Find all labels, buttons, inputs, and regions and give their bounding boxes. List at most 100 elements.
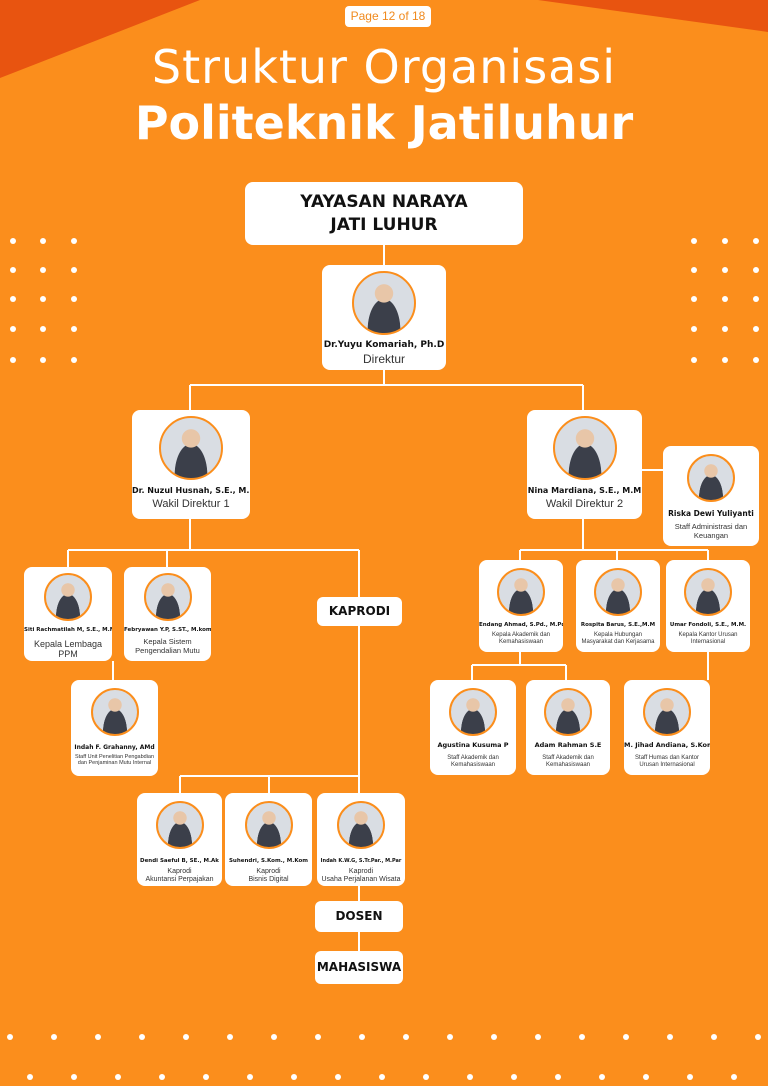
academic-staff-2-card: Adam Rahman S.E Staff Akademik dan Kemah…: [526, 680, 610, 775]
dot: [291, 1074, 297, 1080]
dot: [359, 1034, 365, 1040]
vice-director-1-photo: [159, 416, 223, 480]
prodi-head-2-name: Suhendri, S.Kom., M.Kom: [228, 858, 309, 864]
academic-head-role: Kepala Akademik dan Kemahasiswaan: [491, 632, 551, 645]
prodi-head-1-role-line2: Akuntansi Perpajakan: [145, 876, 214, 883]
international-head-name: Umar Fondoli, S.E., M.M.: [669, 622, 747, 628]
dot: [51, 1034, 57, 1040]
director-name: Dr.Yuyu Komariah, Ph.D: [323, 340, 445, 350]
dot: [667, 1034, 673, 1040]
director-card: Dr.Yuyu Komariah, Ph.D Direktur: [322, 265, 446, 370]
dot: [71, 326, 77, 332]
public-relations-head-name: Rospita Barus, S.E.,M.M: [580, 622, 656, 628]
academic-staff-1-role: Staff Akademik dan Kemahasiswaan: [447, 755, 499, 768]
international-head-card: Umar Fondoli, S.E., M.M. Kepala Kantor U…: [666, 560, 750, 652]
international-staff-card: M. Jihad Andiana, S.Kom Staff Humas dan …: [624, 680, 710, 775]
ppm-head-photo: [44, 573, 92, 621]
public-relations-head-role: Kepala Hubungan Masyarakat dan Kerjasama: [581, 632, 655, 645]
prodi-head-2-role-line2: Bisnis Digital: [248, 876, 289, 883]
qa-head-card: Febryawan Y.P, S.ST., M.kom Kepala Siste…: [124, 567, 211, 661]
vice-director-1-card: Dr. Nuzul Husnah, S.E., M.M Wakil Direkt…: [132, 410, 250, 519]
academic-staff-1-name: Agustina Kusuma P: [437, 741, 509, 749]
prodi-head-1-role-line1: Kaprodi: [167, 868, 192, 875]
dot: [447, 1034, 453, 1040]
ppm-head-role: Kepala Lembaga PPM: [33, 639, 103, 660]
academic-staff-2-role: Staff Akademik dan Kemahasiswaan: [542, 755, 594, 768]
prodi-head-1-card: Dendi Saeful B, SE., M.Ak Kaprodi Akunta…: [137, 793, 222, 886]
dot: [755, 1034, 761, 1040]
prodi-head-3-role-line2: Usaha Perjalanan Wisata: [321, 876, 401, 883]
dot: [71, 1074, 77, 1080]
dot: [691, 267, 697, 273]
dot: [159, 1074, 165, 1080]
dot: [753, 357, 759, 363]
vice-director-2-name: Nina Mardiana, S.E., M.M: [527, 486, 642, 495]
ppm-staff-card: Indah F. Grahanny, AMd Staff Unit Peneli…: [71, 680, 158, 776]
dot: [753, 267, 759, 273]
foundation-name-line2: JATI LUHUR: [330, 215, 438, 235]
dot: [467, 1074, 473, 1080]
dot: [115, 1074, 121, 1080]
dot: [71, 267, 77, 273]
academic-staff-1-card: Agustina Kusuma P Staff Akademik dan Kem…: [430, 680, 516, 775]
dot: [722, 267, 728, 273]
prodi-head-1-name: Dendi Saeful B, SE., M.Ak: [140, 858, 219, 864]
dot: [643, 1074, 649, 1080]
prodi-head-2-role-line1: Kaprodi: [256, 868, 281, 875]
dot: [71, 238, 77, 244]
dot: [71, 296, 77, 302]
vice-director-2-card: Nina Mardiana, S.E., M.M Wakil Direktur …: [527, 410, 642, 519]
vice-director-2-role: Wakil Direktur 2: [545, 498, 624, 510]
dot: [722, 357, 728, 363]
academic-head-name: Endang Ahmad, S.Pd., M.Pd: [479, 622, 563, 628]
academic-head-photo: [497, 568, 545, 616]
dot: [183, 1034, 189, 1040]
international-staff-name: M. Jihad Andiana, S.Kom: [624, 741, 710, 749]
dot: [71, 357, 77, 363]
dot: [227, 1034, 233, 1040]
dot: [40, 357, 46, 363]
prodi-head-3-card: Indah K.W.G, S.Tr.Par., M.Par Kaprodi Us…: [317, 793, 405, 886]
dot: [403, 1034, 409, 1040]
vice-director-1-role: Wakil Direktur 1: [152, 498, 230, 510]
dot: [511, 1074, 517, 1080]
dot: [7, 1034, 13, 1040]
dot: [247, 1074, 253, 1080]
dot: [423, 1074, 429, 1080]
dot: [691, 296, 697, 302]
dot: [40, 326, 46, 332]
admin-staff-name: Riska Dewi Yuliyanti: [668, 509, 754, 518]
dot: [711, 1034, 717, 1040]
page-badge: Page 12 of 18: [345, 6, 431, 27]
prodi-head-3-role-line1: Kaprodi: [348, 868, 374, 875]
dot: [40, 267, 46, 273]
dot: [40, 238, 46, 244]
international-staff-photo: [643, 688, 691, 736]
dot: [271, 1034, 277, 1040]
corner-decoration-right: [538, 0, 768, 32]
dot: [555, 1074, 561, 1080]
dot: [95, 1034, 101, 1040]
ppm-head-name: Siti Rachmatilah M, S.E., M.M: [24, 627, 112, 633]
qa-head-role: Kepala Sistem Pengendalian Mutu: [135, 637, 200, 655]
ppm-staff-name: Indah F. Grahanny, AMd: [74, 744, 155, 751]
dot: [27, 1074, 33, 1080]
dot: [10, 296, 16, 302]
kaprodi-label: KAPRODI: [317, 597, 402, 626]
dot: [691, 357, 697, 363]
corner-decoration-left: [0, 0, 200, 78]
ppm-staff-role: Staff Unit Penelitian Pengabdian dan Pen…: [74, 754, 155, 767]
foundation-box: YAYASAN NARAYA JATI LUHUR: [245, 182, 523, 245]
public-relations-head-photo: [594, 568, 642, 616]
academic-staff-2-name: Adam Rahman S.E: [534, 741, 602, 749]
foundation-name-line1: YAYASAN NARAYA: [300, 192, 468, 212]
dot: [203, 1074, 209, 1080]
dot: [40, 296, 46, 302]
public-relations-head-card: Rospita Barus, S.E.,M.M Kepala Hubungan …: [576, 560, 660, 652]
mahasiswa-label: MAHASISWA: [315, 951, 403, 984]
admin-staff-role: Staff Administrasi dan Keuangan: [674, 522, 748, 540]
qa-head-photo: [143, 573, 192, 621]
international-head-role: Kepala Kantor Urusan Internasional: [678, 632, 738, 645]
dot: [753, 238, 759, 244]
